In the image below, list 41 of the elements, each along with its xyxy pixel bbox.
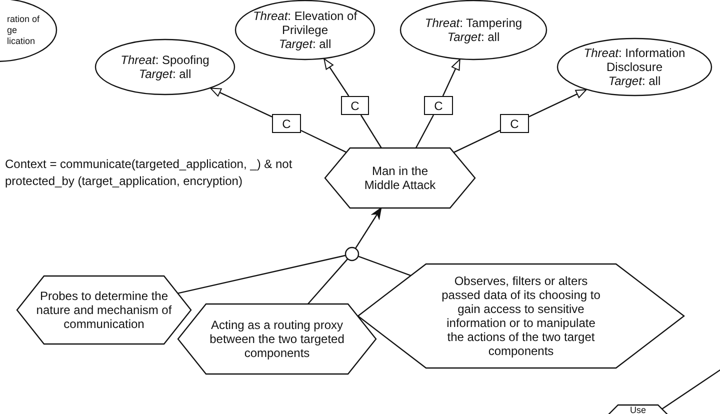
threat-ellipse (557, 38, 712, 96)
node-text: Observes, filters or alters passed data of its choosing to gain access to sensitive information or to manipulate the actions of the two target components (440, 274, 602, 358)
node-text: Use (628, 405, 647, 414)
node-text: Threat: Information Disclosure (582, 46, 686, 74)
attack-hexagon (325, 148, 475, 208)
node-text: Target: all (607, 74, 662, 88)
arrow (528, 89, 587, 118)
junction-circle (345, 247, 359, 261)
connector-line (300, 130, 347, 153)
node-text: Man in the Middle Attack (364, 164, 436, 192)
node-text: Probes to determine the nature and mechanism of communication (35, 289, 173, 331)
arrow (355, 208, 382, 248)
connector-line (453, 130, 500, 153)
node-text: Acting as a routing proxy between the two targeted components (209, 318, 345, 360)
node-text: C (433, 98, 444, 112)
behavior-hexagon (17, 276, 191, 344)
node-text: C (509, 116, 520, 130)
arrow (210, 88, 272, 118)
context-note: Context = communicate(targeted_application, _) & not protected_by (target_application, encryption) (5, 156, 294, 190)
node-text: Target: all (278, 37, 332, 51)
node-text: lication (7, 36, 36, 46)
node-text: C (281, 116, 292, 130)
connector-line (307, 258, 348, 304)
connector-line (358, 256, 411, 276)
condition-box (272, 114, 301, 133)
arrow (442, 59, 460, 96)
connector-line (360, 114, 382, 148)
arrow (324, 58, 350, 96)
node-text: C (350, 98, 360, 112)
node-text: Target: all (446, 30, 501, 44)
node-text: Target: all (138, 67, 192, 81)
threat-ellipse (95, 39, 235, 95)
connector-line (415, 114, 434, 148)
node-text: Threat: Elevation of Privilege (252, 9, 358, 37)
node-text: Threat: Tampering (424, 16, 524, 30)
connector-line (178, 254, 346, 294)
behavior-hexagon (178, 304, 376, 374)
condition-box (341, 96, 369, 115)
condition-box (424, 96, 453, 115)
node-text: Threat: Spoofing (120, 53, 210, 67)
condition-box (500, 114, 529, 133)
